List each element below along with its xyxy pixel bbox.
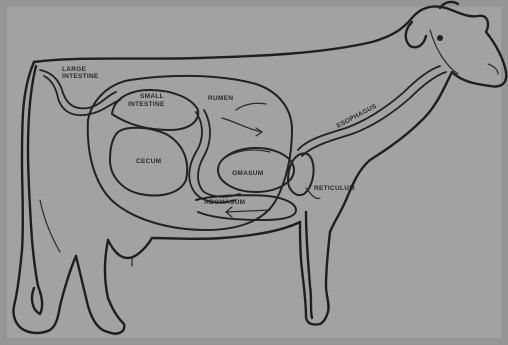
label-small-intestine-2: INTESTINE bbox=[128, 101, 165, 108]
label-reticulum: RETICULUM bbox=[314, 185, 355, 192]
label-large-intestine-2: INTESTINE bbox=[62, 73, 99, 80]
label-small-intestine-1: SMALL bbox=[140, 93, 164, 100]
label-rumen: RUMEN bbox=[208, 95, 233, 102]
label-cecum: CECUM bbox=[136, 158, 161, 165]
eye bbox=[437, 35, 443, 41]
label-large-intestine-1: LARGE bbox=[62, 66, 87, 73]
label-omasum: OMASUM bbox=[232, 170, 263, 177]
label-abomasum: ABOMASUM bbox=[204, 199, 245, 206]
